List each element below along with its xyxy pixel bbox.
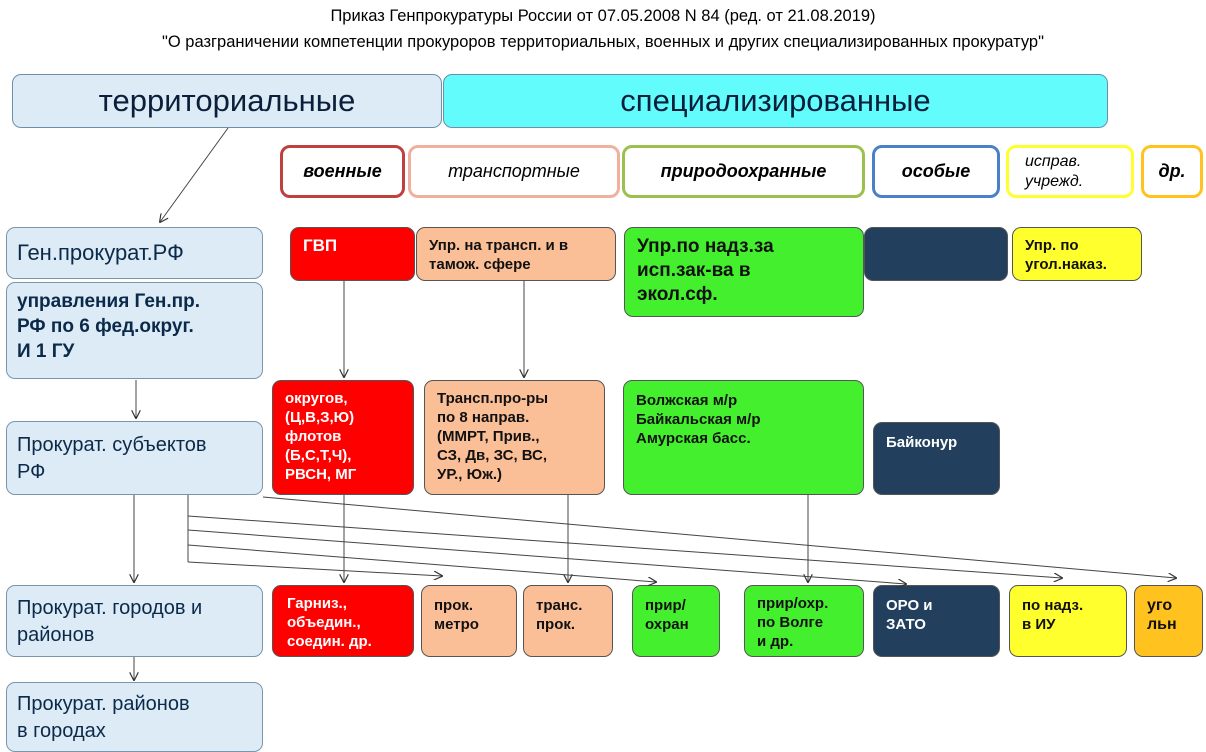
nature-interregional-line: Байкальская м/р — [636, 411, 761, 428]
nature-directorate-line: экол.сф. — [637, 284, 718, 305]
transport-directorate-line: тамож. сфере — [429, 256, 531, 273]
garrison-line: соедин. др. — [287, 633, 372, 650]
gvp-box: ГВП — [290, 227, 415, 281]
transport-directorate-line: Упр. на трансп. и в — [429, 237, 569, 254]
iu-line: по надз. — [1022, 597, 1084, 614]
cities-line: районов — [17, 624, 95, 646]
specialized-header: специализированные — [443, 74, 1108, 128]
metro-line: прок. — [434, 597, 474, 614]
punishment-directorate-line: Упр. по — [1025, 237, 1079, 254]
gen-prosecutor-box: Ген.прокурат.РФ — [6, 227, 263, 279]
federal-district-directorates-box: управления Ген.пр. РФ по 6 фед.округ. И … — [6, 282, 263, 379]
federal-district-line: управления Ген.пр. — [17, 291, 201, 312]
nature-interregional-box: Волжская м/р Байкальская м/р Амурская ба… — [623, 380, 864, 495]
military-districts-line: (Ц,В,З,Ю) — [285, 409, 355, 426]
category-other: др. — [1141, 145, 1203, 198]
iu-line: в ИУ — [1022, 616, 1056, 633]
garrison-line: Гарниз., — [287, 595, 347, 612]
arrow-subjects-to-oro — [187, 529, 906, 584]
subjects-prosecutor-box: Прокурат. субъектов РФ — [6, 421, 263, 495]
baikonur-box: Байконур — [873, 422, 1000, 495]
oro-zato-box: ОРО и ЗАТО — [873, 585, 1000, 657]
federal-district-line: РФ по 6 фед.округ. — [17, 316, 194, 337]
transport-local-line: прок. — [536, 616, 576, 633]
arrow-subjects-to-iu — [187, 515, 1062, 578]
punishment-directorate-line: угол.наказ. — [1025, 256, 1107, 273]
metro-prosecutor-box: прок. метро — [421, 585, 517, 657]
nature-interregional-line: Амурская басс. — [636, 430, 751, 447]
oro-zato-line: ОРО и — [886, 597, 933, 614]
coal-box: уго льн — [1134, 585, 1203, 657]
category-special: особые — [872, 145, 1000, 198]
territorial-header: территориальные — [12, 74, 442, 128]
title-line-1: Приказ Генпрокуратуры России от 07.05.20… — [330, 7, 876, 25]
nature-directorate-box: Упр.по надз.за исп.зак-ва в экол.сф. — [624, 227, 864, 317]
transport-prosecutors-line: по 8 направ. — [437, 409, 530, 426]
coal-line: уго — [1147, 597, 1173, 614]
arrow-header-to-gen — [160, 127, 229, 222]
nature-local-box: прир/ охран — [632, 585, 720, 657]
volga-line: по Волге — [757, 614, 824, 631]
cities-line: Прокурат. городов и — [17, 597, 203, 619]
military-districts-line: флотов — [285, 428, 342, 445]
nature-local-line: охран — [645, 616, 689, 633]
transport-prosecutors-line: (ММРТ, Прив., — [437, 428, 540, 445]
garrison-line: объедин., — [287, 614, 361, 631]
transport-prosecutors-box: Трансп.про-ры по 8 направ. (ММРТ, Прив.,… — [424, 380, 605, 495]
transport-prosecutors-line: СЗ, Дв, ЗС, ВС, — [437, 447, 548, 464]
transport-prosecutors-line: УР., Юж.) — [437, 466, 503, 483]
category-nature: природоохранные — [622, 145, 865, 198]
arrow-subjects-to-nature-local — [187, 544, 656, 582]
cities-prosecutor-box: Прокурат. городов и районов — [6, 585, 263, 657]
federal-district-line: И 1 ГУ — [17, 341, 75, 362]
nature-directorate-line: Упр.по надз.за — [637, 236, 774, 257]
transport-directorate-box: Упр. на трансп. и в тамож. сфере — [416, 227, 616, 281]
arrow-subjects-to-coal — [262, 496, 1176, 578]
oro-zato-line: ЗАТО — [886, 616, 926, 633]
nature-directorate-line: исп.зак-ва в — [637, 260, 751, 281]
city-districts-line: Прокурат. районов — [17, 693, 190, 715]
subjects-line: Прокурат. субъектов — [17, 434, 207, 456]
subjects-line: РФ — [17, 461, 46, 483]
category-military: военные — [280, 145, 405, 198]
transport-prosecutors-line: Трансп.про-ры — [437, 390, 549, 407]
special-directorate-box — [864, 227, 1008, 281]
military-districts-line: округов, — [285, 390, 348, 407]
garrison-box: Гарниз., объедин., соедин. др. — [272, 585, 414, 657]
nature-interregional-line: Волжская м/р — [636, 392, 738, 409]
military-districts-box: округов, (Ц,В,З,Ю) флотов (Б,С,Т,Ч), РВС… — [272, 380, 414, 495]
transport-local-line: транс. — [536, 597, 583, 614]
category-corrections: исправ. учрежд. — [1006, 145, 1134, 198]
arrow-subjects-to-metro — [187, 561, 442, 576]
metro-line: метро — [434, 616, 479, 633]
coal-line: льн — [1147, 616, 1177, 633]
transport-local-box: транс. прок. — [523, 585, 613, 657]
volga-line: прир/охр. — [757, 595, 829, 612]
category-corrections-line2: учрежд. — [1025, 172, 1084, 190]
volga-nature-box: прир/охр. по Волге и др. — [744, 585, 864, 657]
iu-supervision-box: по надз. в ИУ — [1009, 585, 1127, 657]
nature-local-line: прир/ — [645, 597, 686, 614]
military-districts-line: (Б,С,Т,Ч), — [285, 447, 352, 464]
category-corrections-line1: исправ. — [1025, 152, 1082, 170]
punishment-directorate-box: Упр. по угол.наказ. — [1012, 227, 1142, 281]
volga-line: и др. — [757, 633, 794, 650]
category-transport: транспортные — [408, 145, 620, 198]
connector-lines — [0, 127, 1206, 727]
title-line-2: "О разграничении компетенции прокуроров … — [162, 33, 1044, 51]
military-districts-line: РВСН, МГ — [285, 466, 357, 483]
